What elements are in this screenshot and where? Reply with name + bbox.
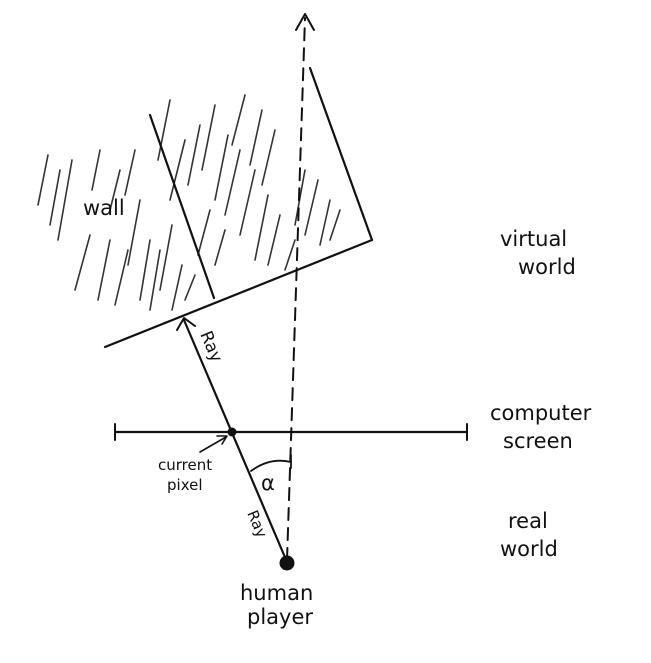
hatch-stroke — [304, 179, 319, 236]
hatch-stroke — [127, 199, 141, 266]
hatch-stroke — [261, 129, 276, 186]
hatch-stroke — [214, 229, 226, 266]
wall-label: wall — [83, 196, 125, 220]
real-world-label-2: world — [500, 537, 558, 561]
angle-alpha-label: α — [261, 471, 275, 495]
computer-screen-label-1: computer — [490, 401, 592, 425]
wall-left-edge — [148, 113, 216, 300]
hatch-stroke — [149, 249, 161, 311]
wall-hatching — [37, 94, 341, 311]
hatch-stroke — [109, 169, 121, 211]
hatch-stroke — [171, 264, 183, 311]
hatch-stroke — [97, 239, 111, 301]
hatch-stroke — [239, 169, 256, 236]
hatch-stroke — [224, 149, 241, 216]
virtual-world-label-2: world — [518, 255, 576, 279]
wall-front-edge — [103, 238, 374, 349]
human-player-label-1: human — [240, 581, 313, 605]
hatch-stroke — [57, 159, 73, 241]
hatch-stroke — [329, 209, 341, 241]
hatch-stroke — [197, 209, 211, 256]
real-world-label-1: real — [508, 509, 548, 533]
hatch-stroke — [74, 234, 91, 291]
hatch-stroke — [37, 154, 49, 206]
hatch-stroke — [249, 109, 263, 166]
hatch-stroke — [184, 274, 196, 301]
hatch-stroke — [267, 214, 281, 266]
hatch-stroke — [231, 94, 246, 146]
hatch-stroke — [139, 239, 151, 301]
hatch-stroke — [157, 99, 171, 161]
hatch-stroke — [159, 224, 173, 291]
current-pixel-dot — [227, 427, 237, 437]
ray-arrowhead — [176, 317, 196, 331]
hatch-stroke — [49, 169, 61, 226]
hatch-stroke — [284, 239, 296, 271]
human-player-dot — [279, 555, 295, 571]
angle-alpha-arc — [250, 459, 292, 472]
ray-line — [182, 318, 289, 564]
hatch-stroke — [114, 249, 129, 306]
wall-right-edge — [308, 66, 374, 242]
human-player-label-2: player — [247, 605, 313, 629]
current-pixel-pointer — [199, 436, 227, 453]
view-center-arrowhead — [295, 13, 315, 31]
current-pixel-label-1: current — [158, 456, 212, 474]
hatch-stroke — [201, 104, 216, 171]
hatch-stroke — [214, 134, 229, 201]
hatch-stroke — [169, 139, 186, 201]
virtual-world-label-1: virtual — [500, 227, 567, 251]
view-center-dashed-line — [286, 17, 306, 561]
current-pixel-pointer-head — [216, 435, 228, 445]
hatch-stroke — [124, 149, 136, 196]
computer-screen-label-2: screen — [503, 429, 573, 453]
current-pixel-label-2: pixel — [167, 476, 203, 494]
hatch-stroke — [319, 199, 331, 246]
hatch-stroke — [91, 149, 101, 191]
hatch-stroke — [187, 124, 201, 186]
hatch-stroke — [254, 194, 269, 261]
